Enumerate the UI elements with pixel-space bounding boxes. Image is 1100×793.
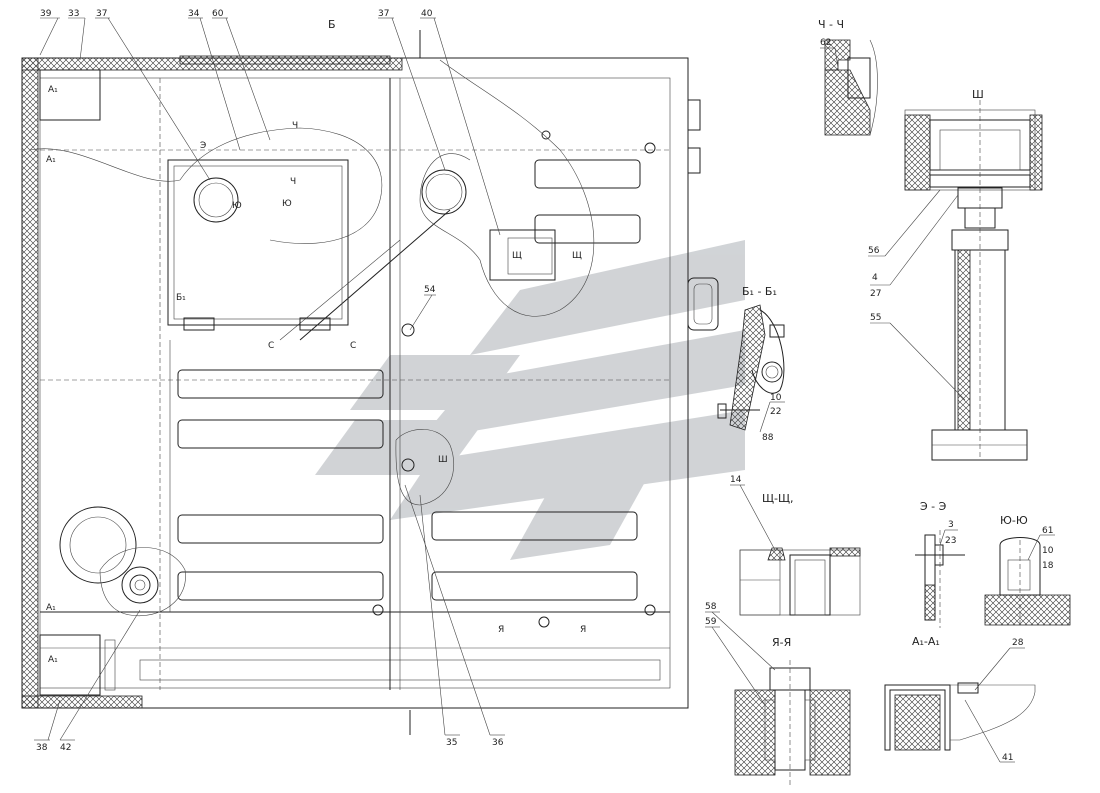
callout-88: 88 — [762, 433, 774, 443]
watermark-logo — [315, 240, 745, 560]
callout-38: 38 — [36, 743, 48, 753]
callout-4: 4 — [872, 273, 878, 283]
mark-a1-top: А₁ — [48, 85, 58, 95]
section-a1-a1 — [884, 682, 1036, 751]
callout-22: 22 — [770, 407, 781, 417]
callout-39: 39 — [40, 9, 52, 19]
mark-b1: Б₁ — [176, 293, 186, 303]
leader-lines — [34, 17, 1055, 763]
callout-18: 18 — [1042, 561, 1054, 571]
section-yu-yu — [984, 537, 1071, 626]
callout-37-right: 37 — [378, 9, 389, 19]
section-sh — [904, 100, 1043, 461]
callout-36: 36 — [492, 738, 504, 748]
callout-28: 28 — [1012, 638, 1024, 648]
callout-27: 27 — [870, 289, 881, 299]
mark-yu: Ю — [232, 201, 242, 211]
section-title-ch: Ч - Ч — [818, 18, 844, 31]
callout-62: 62 — [820, 38, 831, 48]
mark-shch-2: Щ — [572, 251, 582, 261]
callout-33: 33 — [68, 9, 79, 19]
mark-a1-bottom: А₁ — [46, 603, 56, 613]
callout-10-yu: 10 — [1042, 546, 1054, 556]
callout-34: 34 — [188, 9, 200, 19]
mark-yu-2: Ю — [282, 199, 292, 209]
section-ch-ch — [824, 39, 878, 136]
callout-35: 35 — [446, 738, 457, 748]
section-title-ya: Я-Я — [772, 636, 791, 649]
callout-40: 40 — [421, 9, 433, 19]
mark-ch: Ч — [292, 121, 298, 131]
callout-14: 14 — [730, 475, 742, 485]
section-title-a1: А₁-А₁ — [912, 635, 940, 648]
mark-ya: Я — [498, 625, 504, 635]
callout-59: 59 — [705, 617, 717, 627]
section-title-b1: Б₁ - Б₁ — [742, 285, 777, 298]
callout-42: 42 — [60, 743, 71, 753]
callout-56: 56 — [868, 246, 880, 256]
section-e-e — [915, 530, 965, 628]
main-plan-view — [21, 30, 719, 735]
callout-3: 3 — [948, 520, 954, 530]
callout-23: 23 — [945, 536, 956, 546]
callout-10-b1: 10 — [770, 393, 782, 403]
section-b1-b1 — [717, 304, 785, 431]
callout-54: 54 — [424, 285, 436, 295]
callout-41: 41 — [1002, 753, 1013, 763]
mark-c: С — [268, 341, 274, 351]
mark-sh: Ш — [438, 455, 448, 465]
mark-e: Э — [200, 141, 206, 151]
section-title-e: Э - Э — [920, 500, 947, 513]
mark-c-2: С — [350, 341, 356, 351]
mark-ch-low: Ч — [290, 177, 296, 187]
callout-37-left: 37 — [96, 9, 107, 19]
view-label: Б — [328, 18, 336, 31]
callout-60: 60 — [212, 9, 224, 19]
mark-shch: Щ — [512, 251, 522, 261]
mark-ya-2: Я — [580, 625, 586, 635]
section-title-shch: Щ-Щ, — [762, 492, 794, 505]
callout-61: 61 — [1042, 526, 1053, 536]
mark-a1-low: А₁ — [48, 655, 58, 665]
mark-a1-mid: А₁ — [46, 155, 56, 165]
section-shch-shch — [739, 547, 861, 616]
section-ya-ya — [734, 660, 851, 785]
section-title-yu: Ю-Ю — [1000, 514, 1028, 527]
drawing-labels: Б 39 33 37 34 60 37 40 62 56 4 27 55 14 … — [36, 9, 1054, 763]
section-title-sh: Ш — [972, 88, 984, 101]
callout-55: 55 — [870, 313, 881, 323]
callout-58: 58 — [705, 602, 717, 612]
